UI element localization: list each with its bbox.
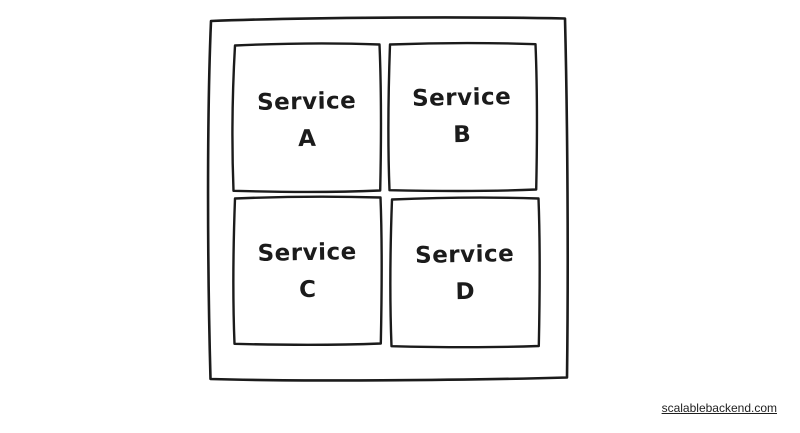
service-d-box — [389, 196, 541, 349]
service-a-box — [231, 42, 383, 194]
watermark-link[interactable]: scalablebackend.com — [661, 401, 777, 415]
service-b-box — [387, 41, 539, 193]
system-boundary-box — [206, 16, 570, 382]
service-c-box — [232, 195, 383, 347]
